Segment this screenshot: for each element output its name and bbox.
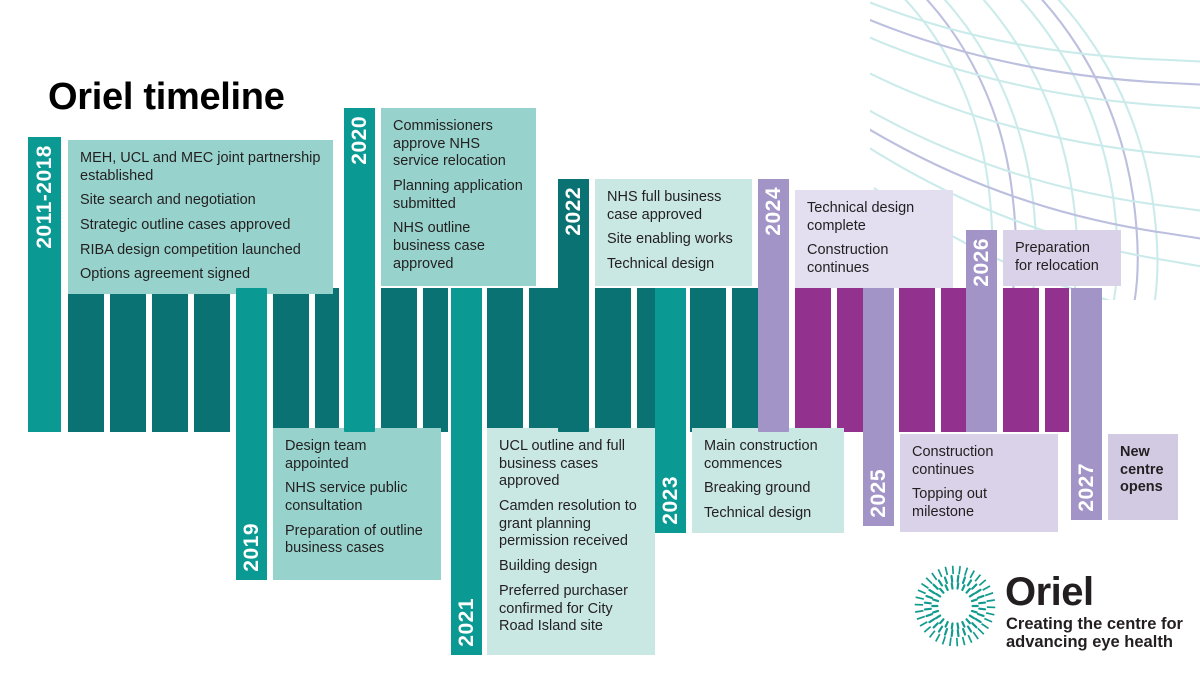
year-label-2021: 2021 bbox=[455, 598, 478, 647]
tick-bar bbox=[1045, 288, 1069, 432]
year-label-2026: 2026 bbox=[970, 238, 993, 287]
tick-bar bbox=[941, 288, 967, 432]
milestone-item: NHS outline business case approved bbox=[393, 220, 485, 272]
oriel-tagline-line1: Creating the centre for bbox=[1006, 615, 1183, 633]
milestone-item: NHS full business case approved bbox=[607, 189, 722, 223]
tick-bar bbox=[194, 288, 230, 432]
year-label-bar-2019[interactable]: 2019 bbox=[236, 288, 267, 580]
milestone-item: NHS service public consultation bbox=[285, 480, 408, 515]
milestone-item: Camden resolution to grant planning perm… bbox=[499, 498, 637, 550]
year-label-bar-2022[interactable]: 2022 bbox=[558, 179, 589, 432]
year-label-2023: 2023 bbox=[659, 476, 682, 525]
milestone-item: Planning application submitted bbox=[393, 178, 523, 212]
tick-bar bbox=[690, 288, 726, 432]
year-label-bar-2011-2018[interactable]: 2011-2018 bbox=[28, 137, 61, 432]
milestone-item: Preferred purchaser confirmed for City R… bbox=[499, 582, 628, 635]
year-label-2027: 2027 bbox=[1075, 463, 1098, 512]
year-label-2019: 2019 bbox=[240, 523, 263, 572]
year-label-bar-2027[interactable]: 2027 bbox=[1071, 288, 1102, 520]
milestone-item: Main construction commences bbox=[704, 438, 818, 472]
milestone-item: Technical design bbox=[607, 256, 715, 273]
milestone-item: Design team appointed bbox=[285, 438, 367, 472]
milestone-item: Technical design bbox=[704, 505, 812, 522]
year-label-2020: 2020 bbox=[348, 116, 371, 165]
tick-bar bbox=[1003, 288, 1039, 432]
milestone-item: Preparation for relocation bbox=[1015, 240, 1099, 274]
tick-bar bbox=[315, 288, 339, 432]
milestone-item: Site enabling works bbox=[607, 231, 733, 248]
oriel-wordmark: Oriel bbox=[1005, 570, 1094, 614]
milestone-item: Topping out milestone bbox=[912, 486, 987, 521]
tick-bar bbox=[423, 288, 448, 432]
milestone-item: Construction continues bbox=[807, 242, 889, 277]
tick-bar bbox=[273, 288, 309, 432]
year-label-2022: 2022 bbox=[562, 187, 585, 236]
year-label-bar-2020[interactable]: 2020 bbox=[344, 108, 375, 432]
tick-bar bbox=[381, 288, 417, 432]
milestone-item: MEH, UCL and MEC joint partnership estab… bbox=[80, 150, 321, 184]
milestone-item: Strategic outline cases approved bbox=[80, 217, 291, 234]
year-label-2025: 2025 bbox=[867, 469, 890, 518]
year-label-bar-2026[interactable]: 2026 bbox=[966, 230, 997, 432]
milestone-item: Breaking ground bbox=[704, 480, 811, 497]
year-callout-2011-2018: MEH, UCL and MEC joint partnership estab… bbox=[68, 140, 333, 295]
year-callout-2026: Preparation for relocation bbox=[1003, 230, 1121, 286]
tick-bar bbox=[795, 288, 831, 432]
year-label-bar-2023[interactable]: 2023 bbox=[655, 288, 686, 533]
year-label-2011-2018: 2011-2018 bbox=[33, 145, 56, 249]
year-label-2024: 2024 bbox=[762, 187, 785, 236]
year-label-bar-2025[interactable]: 2025 bbox=[863, 288, 894, 526]
year-label-bar-2021[interactable]: 2021 bbox=[451, 288, 482, 655]
tick-bar bbox=[152, 288, 188, 432]
tick-bar bbox=[899, 288, 935, 432]
milestone-item: Preparation of outline business cases bbox=[285, 522, 423, 557]
year-label-bar-2024[interactable]: 2024 bbox=[758, 179, 789, 432]
milestone-item: Options agreement signed bbox=[80, 266, 251, 283]
oriel-tagline-line2: advancing eye health bbox=[1006, 633, 1173, 651]
milestone-item: UCL outline and full business cases appr… bbox=[499, 438, 626, 490]
oriel-logo: Oriel Creating the centre for advancing … bbox=[913, 562, 1188, 652]
tick-bar bbox=[110, 288, 146, 432]
tick-bar bbox=[529, 288, 558, 432]
milestone-item: Commissioners approve NHS service reloca… bbox=[393, 118, 506, 170]
oriel-logo-mark bbox=[914, 565, 996, 647]
milestone-item: Technical design complete bbox=[807, 200, 915, 234]
year-callout-2020: Commissioners approve NHS service reloca… bbox=[381, 108, 536, 286]
milestone-item: Site search and negotiation bbox=[80, 192, 256, 209]
milestone-item: RIBA design competition launched bbox=[80, 241, 301, 258]
tick-bar bbox=[595, 288, 631, 432]
tick-bar bbox=[68, 288, 104, 432]
milestone-item: Building design bbox=[499, 558, 598, 575]
milestone-item: Construction continues bbox=[912, 444, 994, 478]
milestone-item: New centre opens bbox=[1120, 444, 1164, 496]
year-callout-2021: UCL outline and full business cases appr… bbox=[487, 428, 655, 655]
tick-bar bbox=[487, 288, 523, 432]
page-title: Oriel timeline bbox=[48, 76, 285, 118]
year-callout-2027: New centre opens bbox=[1108, 434, 1178, 520]
